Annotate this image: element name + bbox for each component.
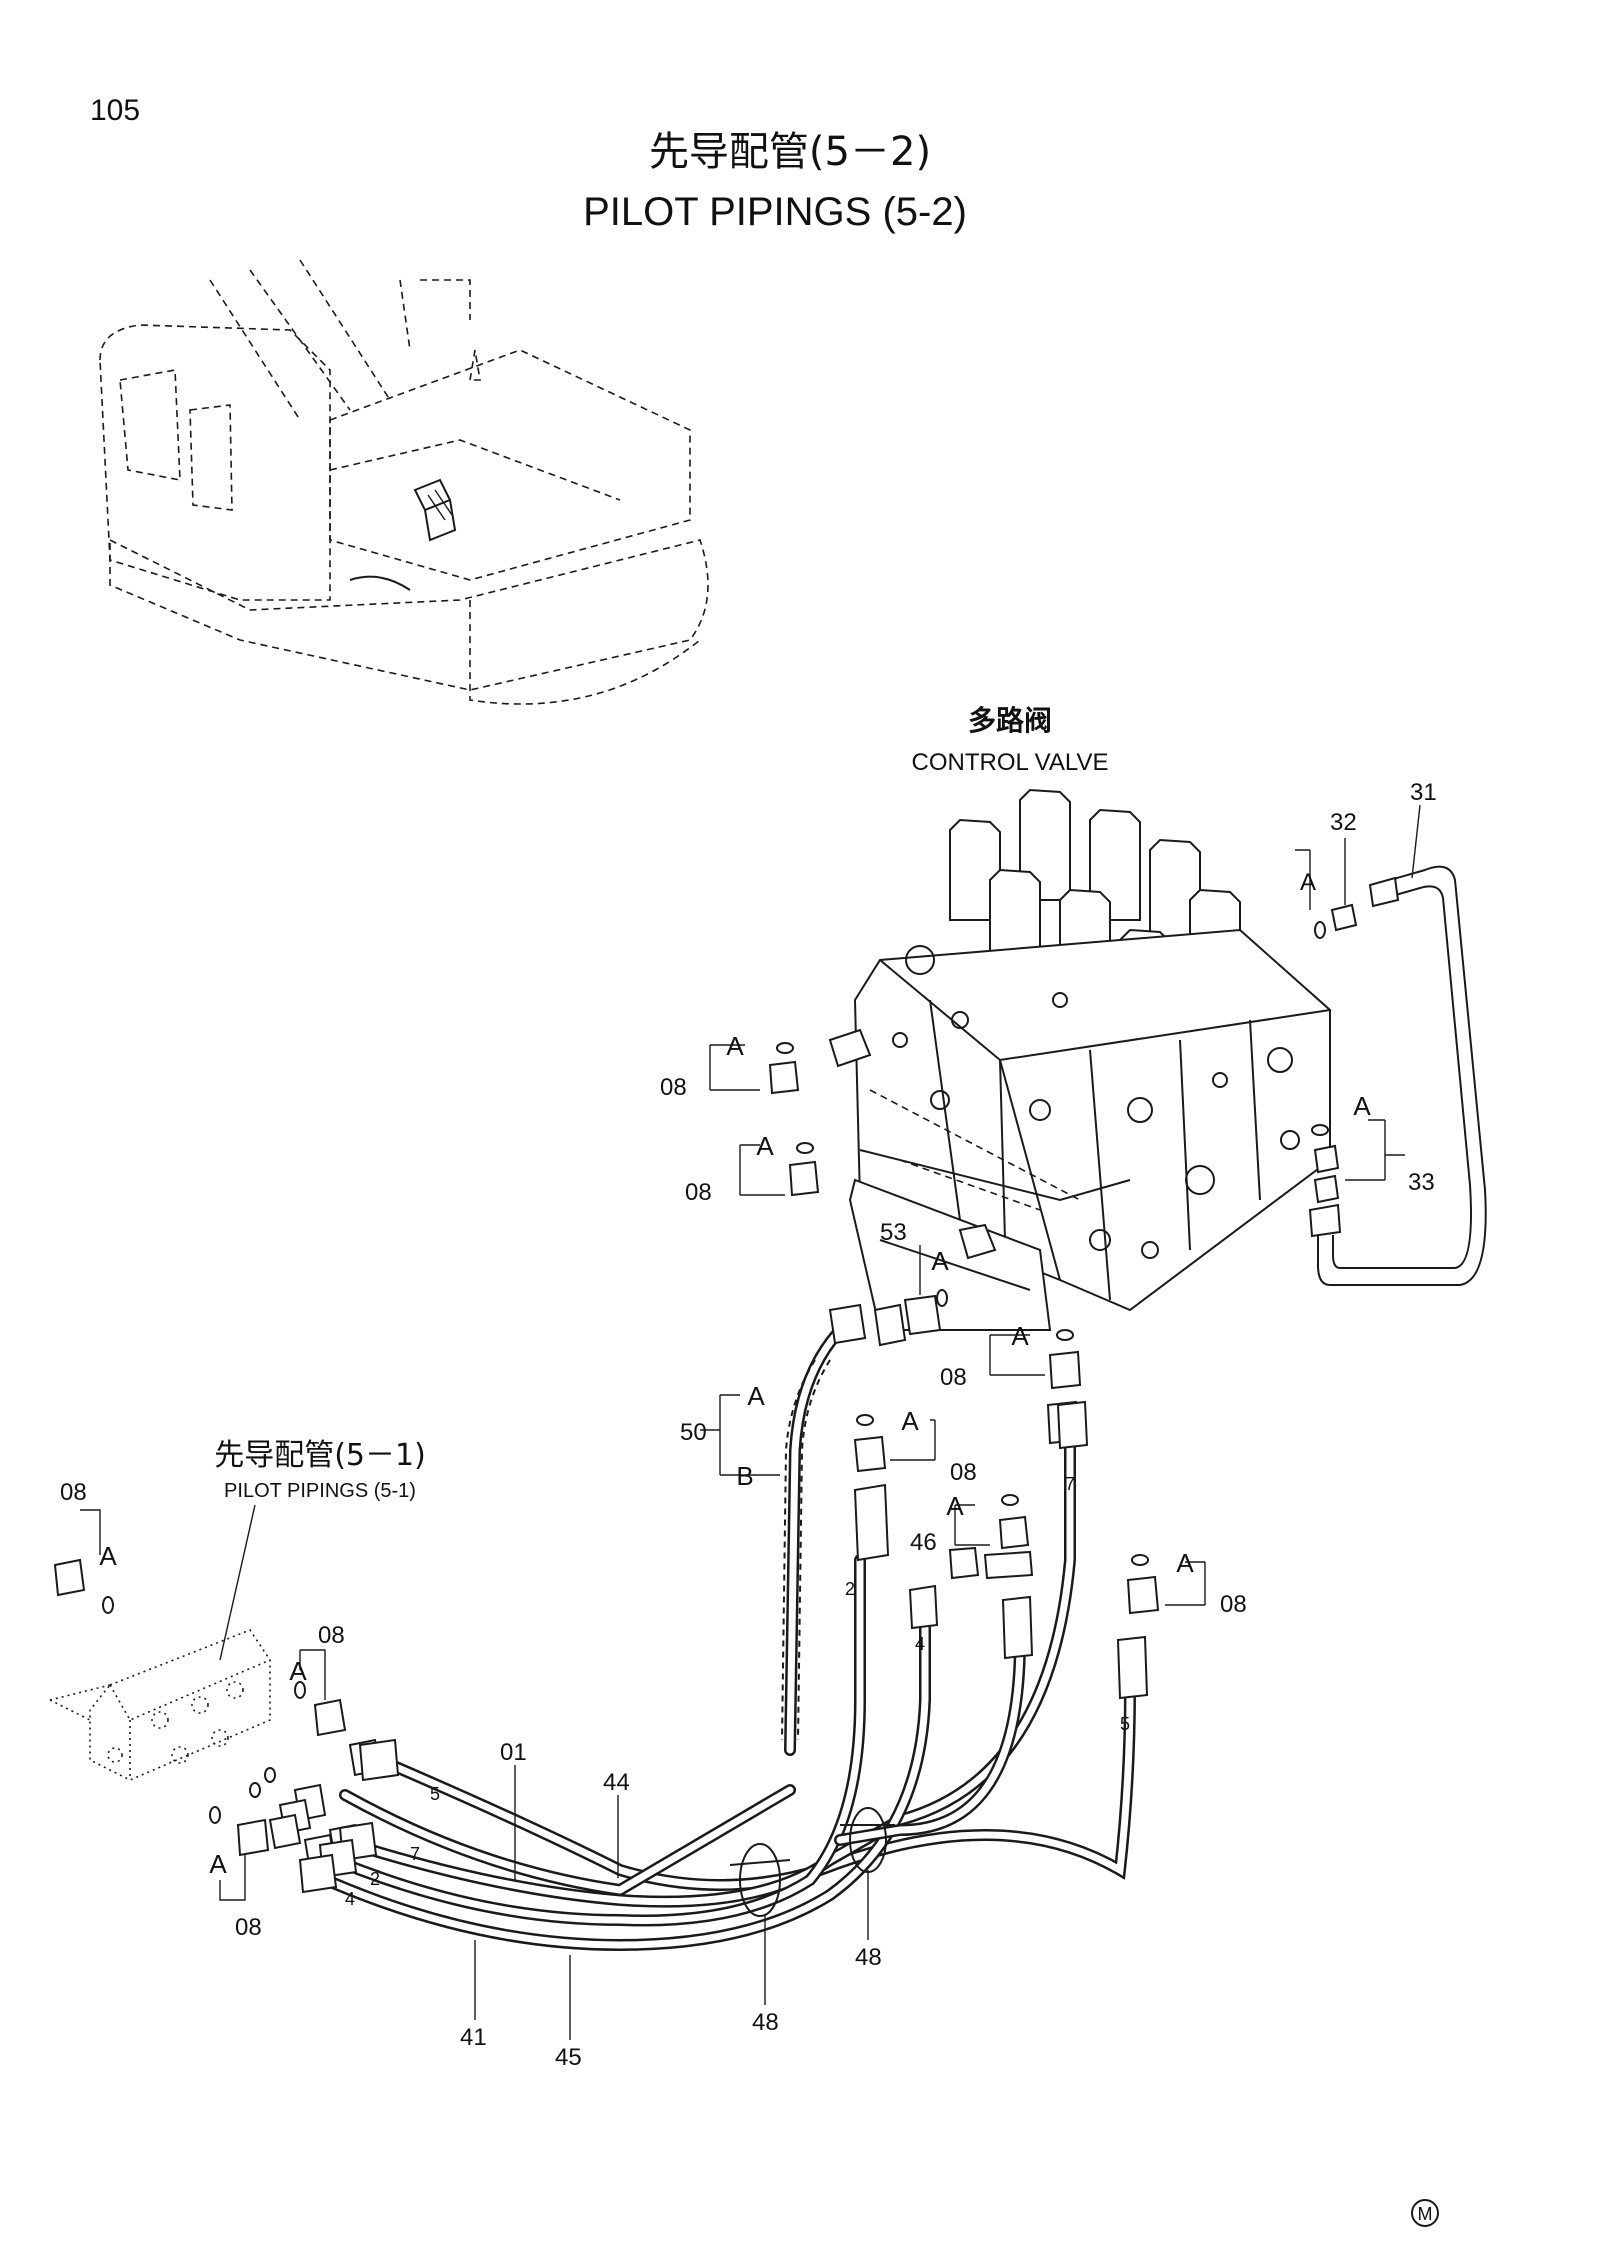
- hose-mark-7-right: 7: [1065, 1474, 1075, 1494]
- part-08-fitting-center-right: [853, 1414, 936, 1473]
- hose-mark-2-right: 2: [845, 1579, 855, 1599]
- part-32-fitting: [1295, 849, 1358, 939]
- callout-08-upper-seal-a: A: [726, 1031, 744, 1061]
- callout-31: 31: [1410, 779, 1437, 806]
- callout-44: 44: [603, 1769, 630, 1796]
- control-valve-label-chinese: 多路阀: [968, 704, 1052, 737]
- part-08-fitting-block-upper: [294, 1649, 347, 1737]
- part-33-fitting: [1311, 1119, 1405, 1204]
- part-50-hose-with-guard: [700, 1303, 867, 1756]
- callout-08-center-seal-a: A: [1011, 1321, 1029, 1351]
- callout-08-block-lower-seal-a: A: [209, 1849, 227, 1879]
- part-08-fitting-upper: [709, 1042, 800, 1095]
- callout-32-seal-a: A: [1300, 869, 1316, 896]
- callout-50-seal-b: B: [736, 1461, 753, 1491]
- part-08-fitting-middle: [739, 1142, 820, 1197]
- title-english: PILOT PIPINGS (5-2): [583, 190, 967, 234]
- hose-mark-2-left: 2: [370, 1869, 380, 1889]
- callout-53: 53: [880, 1219, 907, 1246]
- excavator-overview-illustration: [99, 259, 709, 705]
- sub-block-label-english: PILOT PIPINGS (5-1): [224, 1480, 416, 1502]
- callout-45: 45: [555, 2044, 582, 2071]
- hose-bundle: [298, 1400, 1149, 1952]
- callout-08-lowercenter: 08: [950, 1459, 977, 1486]
- callout-50: 50: [680, 1419, 707, 1446]
- callout-50-seal-a: A: [747, 1381, 765, 1411]
- callout-08-top-left-seal-a: A: [99, 1541, 117, 1571]
- page-number: 105: [90, 94, 140, 127]
- callout-08-right: 08: [1220, 1591, 1247, 1618]
- hose-mark-5-right: 5: [1120, 1714, 1130, 1734]
- pilot-block-5-1: [49, 1629, 271, 1781]
- hose-mark-4-right: 4: [915, 1634, 925, 1654]
- part-46-tee-fitting: [948, 1494, 1034, 1580]
- title-chinese: 先导配管(5－2): [649, 129, 931, 175]
- callout-53-seal-a: A: [931, 1246, 949, 1276]
- callout-33-seal-a: A: [1353, 1091, 1371, 1121]
- part-08-fitting-right: [1126, 1554, 1206, 1615]
- callout-08-block-upper: 08: [318, 1622, 345, 1649]
- callout-08-middle-seal-a: A: [756, 1131, 774, 1161]
- callout-01: 01: [500, 1739, 527, 1766]
- callout-46: 46: [910, 1529, 937, 1556]
- sub-block-label-chinese: 先导配管(5－1): [214, 1438, 426, 1473]
- mark-m: M: [1418, 2204, 1433, 2224]
- callout-48-upper: 48: [855, 1944, 882, 1971]
- callout-33: 33: [1408, 1169, 1435, 1196]
- callout-08-lowercenter-seal-a: A: [901, 1406, 919, 1436]
- callout-08-right-seal-a: A: [1176, 1548, 1194, 1578]
- callout-08-center: 08: [940, 1364, 967, 1391]
- callout-08-top-left: 08: [60, 1479, 87, 1506]
- hose-mark-4-left: 4: [345, 1889, 355, 1909]
- hose-mark-7-left: 7: [410, 1844, 420, 1864]
- circled-m-mark: [1411, 2199, 1439, 2227]
- control-valve-label-english: CONTROL VALVE: [912, 749, 1109, 776]
- callout-41: 41: [460, 2024, 487, 2051]
- callout-46-seal-a: A: [946, 1491, 964, 1521]
- callout-08-block-lower: 08: [235, 1914, 262, 1941]
- part-08-fitting-block-lower: [209, 1806, 270, 1901]
- callout-08-block-upper-seal-a: A: [289, 1656, 307, 1686]
- part-53-sensor: [873, 1245, 948, 1347]
- callout-08-middle: 08: [685, 1179, 712, 1206]
- part-08-fitting-top-left: [53, 1509, 114, 1614]
- callout-32: 32: [1330, 809, 1357, 836]
- part-31-pilot-pipe: [1308, 865, 1487, 1286]
- callout-48-lower: 48: [752, 2009, 779, 2036]
- callout-08-upper: 08: [660, 1074, 687, 1101]
- control-valve-assembly: [828, 788, 1331, 1331]
- hose-mark-5-left: 5: [430, 1784, 440, 1804]
